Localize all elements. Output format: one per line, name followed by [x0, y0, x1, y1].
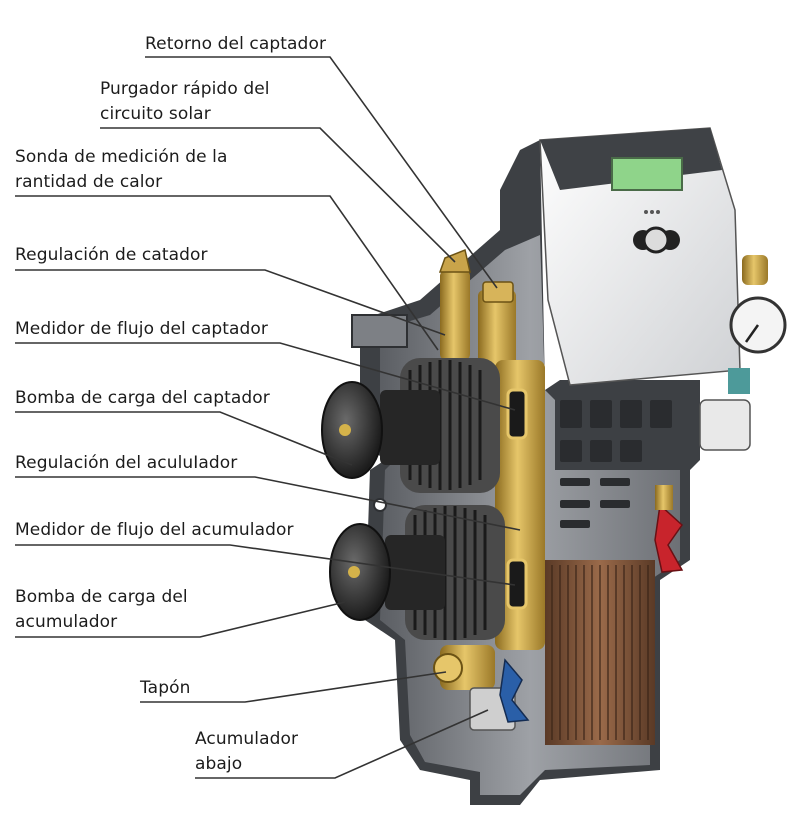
mount-bracket: [351, 314, 408, 348]
lower-pump: [329, 505, 505, 640]
label-bomba-captador: Bomba de carga del captador: [15, 388, 270, 408]
label-bomba-acumulador: Bomba de carga del acumulador: [15, 587, 188, 632]
controller-knob: [633, 226, 680, 254]
blue-valve-handle: [499, 658, 530, 723]
upper-pump: [321, 358, 500, 493]
housing-slots: [560, 400, 672, 528]
controller-leds: [644, 210, 660, 214]
leader-retorno: [145, 56, 498, 289]
leader-medidor-captador: [15, 342, 516, 411]
gauge-fitting: [742, 255, 768, 285]
retorno-fitting: [482, 281, 514, 303]
label-regulacion-aculador: Regulación del aculuIador: [15, 453, 238, 473]
controller-display: [611, 157, 683, 191]
side-connector: [699, 399, 751, 451]
brass-riser-left: [440, 270, 470, 360]
label-medidor-acumulador: Medidor de flujo del acumulador: [15, 520, 294, 540]
label-retorno-captador: Retorno del captador: [145, 34, 327, 54]
leader-lines: [15, 56, 521, 779]
leader-medidor-acumulador: [15, 544, 516, 586]
flow-window-upper: [506, 388, 528, 440]
leader-tapon: [140, 671, 447, 703]
leader-purgador: [100, 127, 456, 263]
label-purgador: Purgador rápido del circuito solar: [100, 79, 270, 124]
label-regulacion-catador: Regulación de catador: [15, 245, 208, 265]
brass-riser-right: [478, 290, 516, 370]
label-sonda: Sonda de medición de la rantidad de calo…: [15, 147, 228, 192]
label-acumulador-abajo: Acumulador abajo: [195, 729, 299, 774]
leader-sonda: [15, 195, 439, 351]
leader-regulacion-aculador: [15, 476, 521, 531]
red-valve-body: [655, 485, 673, 510]
heat-exchanger-plates: [551, 565, 649, 740]
label-medidor-captador: Medidor de flujo del captador: [15, 319, 268, 339]
tapon-plug: [433, 653, 463, 683]
leader-regulacion-catador: [15, 269, 446, 336]
red-valve-handle: [654, 503, 684, 573]
label-tapon: Tapón: [140, 678, 191, 698]
leader-bomba-captador: [15, 411, 353, 466]
leader-acumulador-abajo: [195, 709, 489, 779]
leader-bomba-acumulador: [15, 601, 346, 638]
